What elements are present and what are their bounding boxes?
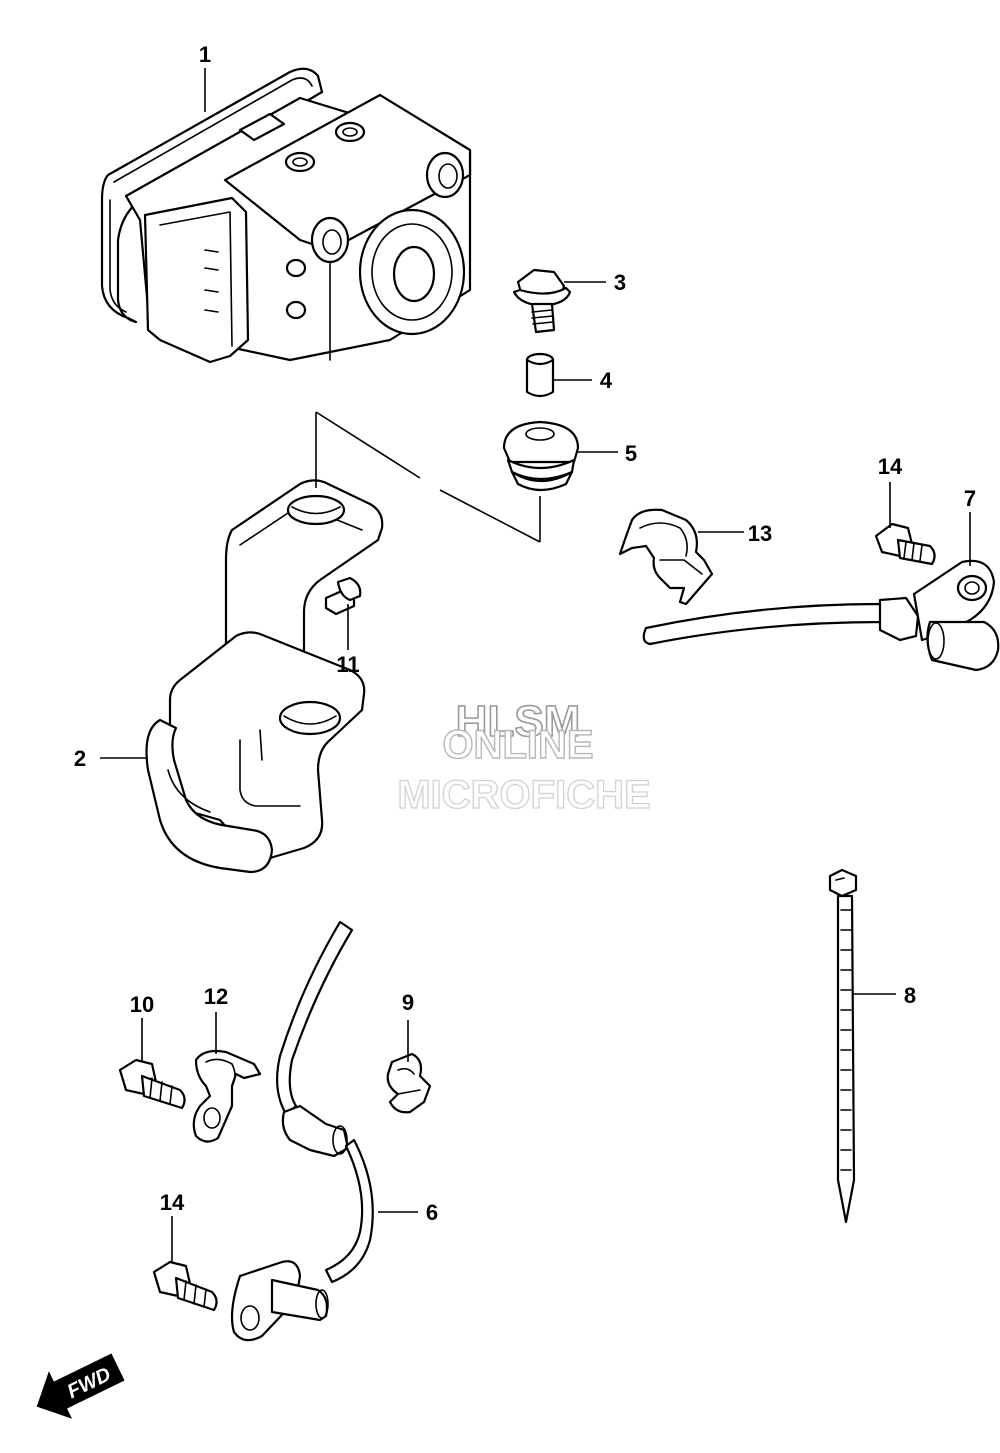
part-3-bolt[interactable] bbox=[512, 268, 572, 334]
callout-14-lower: 14 bbox=[160, 1190, 185, 1215]
part-5-grommet[interactable] bbox=[502, 420, 580, 492]
part-10-bolt[interactable] bbox=[118, 1058, 186, 1110]
part-13-clamp[interactable] bbox=[618, 508, 714, 606]
part-6-sensor[interactable] bbox=[230, 920, 374, 1342]
part-12-clamp[interactable] bbox=[192, 1049, 262, 1143]
callout-12: 12 bbox=[204, 984, 228, 1009]
part-14-bolt-lower[interactable] bbox=[152, 1260, 218, 1312]
watermark-line-2: ONLINE bbox=[442, 723, 593, 767]
part-9-clamp[interactable] bbox=[386, 1052, 432, 1114]
callout-8: 8 bbox=[904, 983, 916, 1008]
part-7-sensor[interactable] bbox=[642, 559, 1000, 672]
callout-9: 9 bbox=[402, 990, 414, 1015]
callout-labels: 1 2 3 4 5 6 7 8 9 10 11 12 13 14 14 bbox=[74, 42, 976, 1225]
fwd-arrow-icon bbox=[36, 1353, 125, 1419]
part-1-abs-unit[interactable] bbox=[100, 67, 472, 364]
part-2-bracket[interactable] bbox=[145, 479, 384, 874]
callout-6: 6 bbox=[426, 1200, 438, 1225]
callout-14-upper: 14 bbox=[878, 454, 903, 479]
callout-5: 5 bbox=[625, 441, 637, 466]
watermark-line-3: MICROFICHE bbox=[397, 773, 650, 817]
fwd-direction-badge: FWD bbox=[36, 1353, 125, 1419]
part-14-bolt-upper[interactable] bbox=[874, 522, 936, 566]
callout-4: 4 bbox=[600, 368, 613, 393]
callout-13: 13 bbox=[748, 521, 772, 546]
callout-2: 2 bbox=[74, 746, 86, 771]
watermark-line-1: HLSM bbox=[456, 697, 581, 746]
leader-lines bbox=[100, 68, 971, 1262]
callout-1: 1 bbox=[199, 42, 211, 67]
callout-7: 7 bbox=[964, 486, 976, 511]
part-4-collar[interactable] bbox=[525, 352, 555, 398]
assembly-guide-lines bbox=[315, 411, 541, 543]
callout-11: 11 bbox=[336, 652, 359, 677]
part-11-bolt[interactable] bbox=[324, 576, 362, 616]
callout-10: 10 bbox=[130, 992, 154, 1017]
part-8-cable-tie[interactable] bbox=[828, 868, 858, 1224]
watermark: HLSM ONLINE MICROFICHE bbox=[397, 696, 652, 817]
callout-3: 3 bbox=[614, 270, 626, 295]
